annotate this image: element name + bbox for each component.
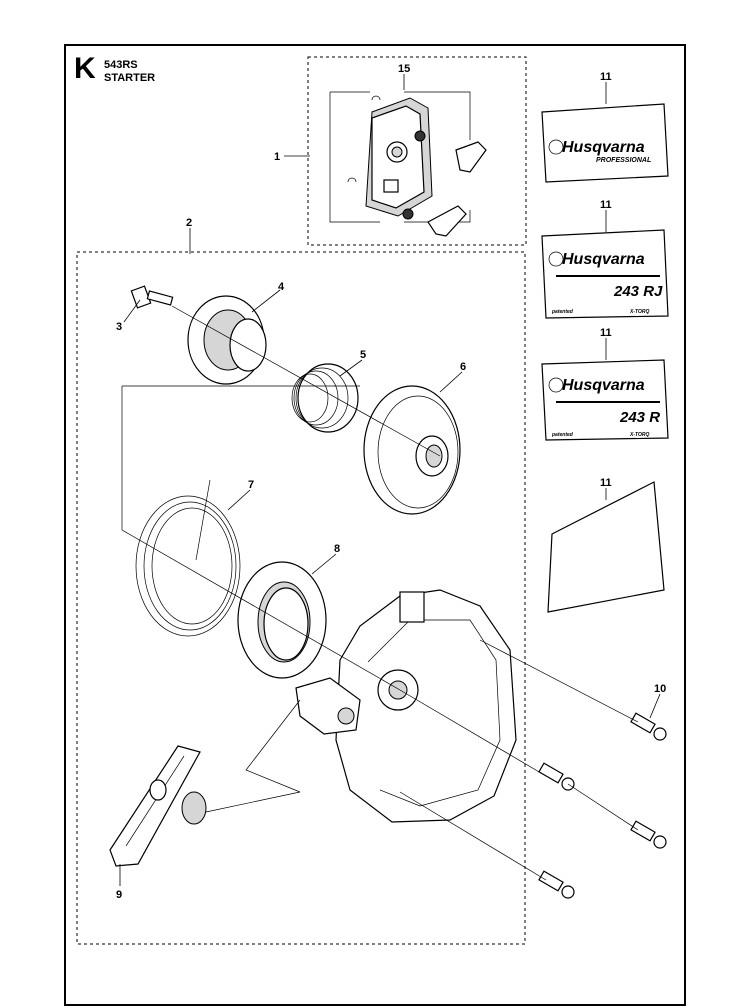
callout-3: 3	[116, 321, 122, 333]
callout-11-a: 11	[600, 71, 612, 83]
starter-housing	[295, 589, 517, 823]
decal-patented-text: patented	[551, 309, 574, 315]
decal-xtorq-text: X-TORQ	[629, 309, 649, 315]
rope-pulley	[363, 385, 461, 515]
callout-8: 8	[334, 543, 340, 555]
center-screw	[130, 285, 174, 309]
callout-10: 10	[654, 683, 666, 695]
spring	[291, 363, 359, 433]
decal-patented-text: patented	[551, 432, 574, 438]
bushing	[187, 295, 267, 385]
callout-6: 6	[460, 361, 466, 373]
callout-11-d: 11	[600, 477, 612, 489]
housing-screws	[538, 712, 667, 899]
decal-subtitle-text: PROFESSIONAL	[596, 157, 651, 164]
decal-model-text: 243 RJ	[613, 283, 663, 300]
leader-lines	[119, 74, 661, 886]
callout-7: 7	[248, 479, 254, 491]
callout-15: 15	[398, 63, 410, 75]
model-name: 543RS	[104, 59, 138, 71]
group-box-pawl-kit	[307, 56, 527, 246]
decal-brand-text: Husqvarna	[562, 251, 645, 268]
decal-xtorq-text: X-TORQ	[629, 432, 649, 438]
callout-11-b: 11	[600, 199, 612, 211]
washer	[237, 561, 327, 679]
section-title: STARTER	[104, 72, 156, 84]
group-box-starter-assembly	[76, 251, 526, 945]
callout-numbers: 15 1 2 3 4 5 6 7 8 9 10 11 11 11 11	[116, 63, 666, 901]
callout-2: 2	[186, 217, 192, 229]
callout-1: 1	[274, 151, 280, 163]
callout-4: 4	[278, 281, 285, 293]
recoil-spring	[135, 479, 241, 637]
decal-professional: Husqvarna PROFESSIONAL	[541, 103, 669, 183]
decal-model-text: 243 R	[619, 409, 660, 426]
section-letter: K	[74, 52, 96, 85]
decal-brand-text: Husqvarna	[562, 377, 645, 394]
callout-5: 5	[360, 349, 366, 361]
pawl-carrier-assembly	[329, 91, 487, 237]
callout-9: 9	[116, 889, 122, 901]
axis-lines	[121, 305, 639, 881]
callout-11-c: 11	[600, 327, 612, 339]
decal-brand-text: Husqvarna	[562, 139, 645, 156]
diagram-frame	[64, 44, 686, 1006]
decal-blank	[547, 481, 665, 613]
decal-243r: Husqvarna 243 R patented X-TORQ	[541, 359, 669, 441]
starter-handle	[109, 745, 207, 867]
decal-243rj: Husqvarna 243 RJ patented X-TORQ	[541, 229, 669, 319]
